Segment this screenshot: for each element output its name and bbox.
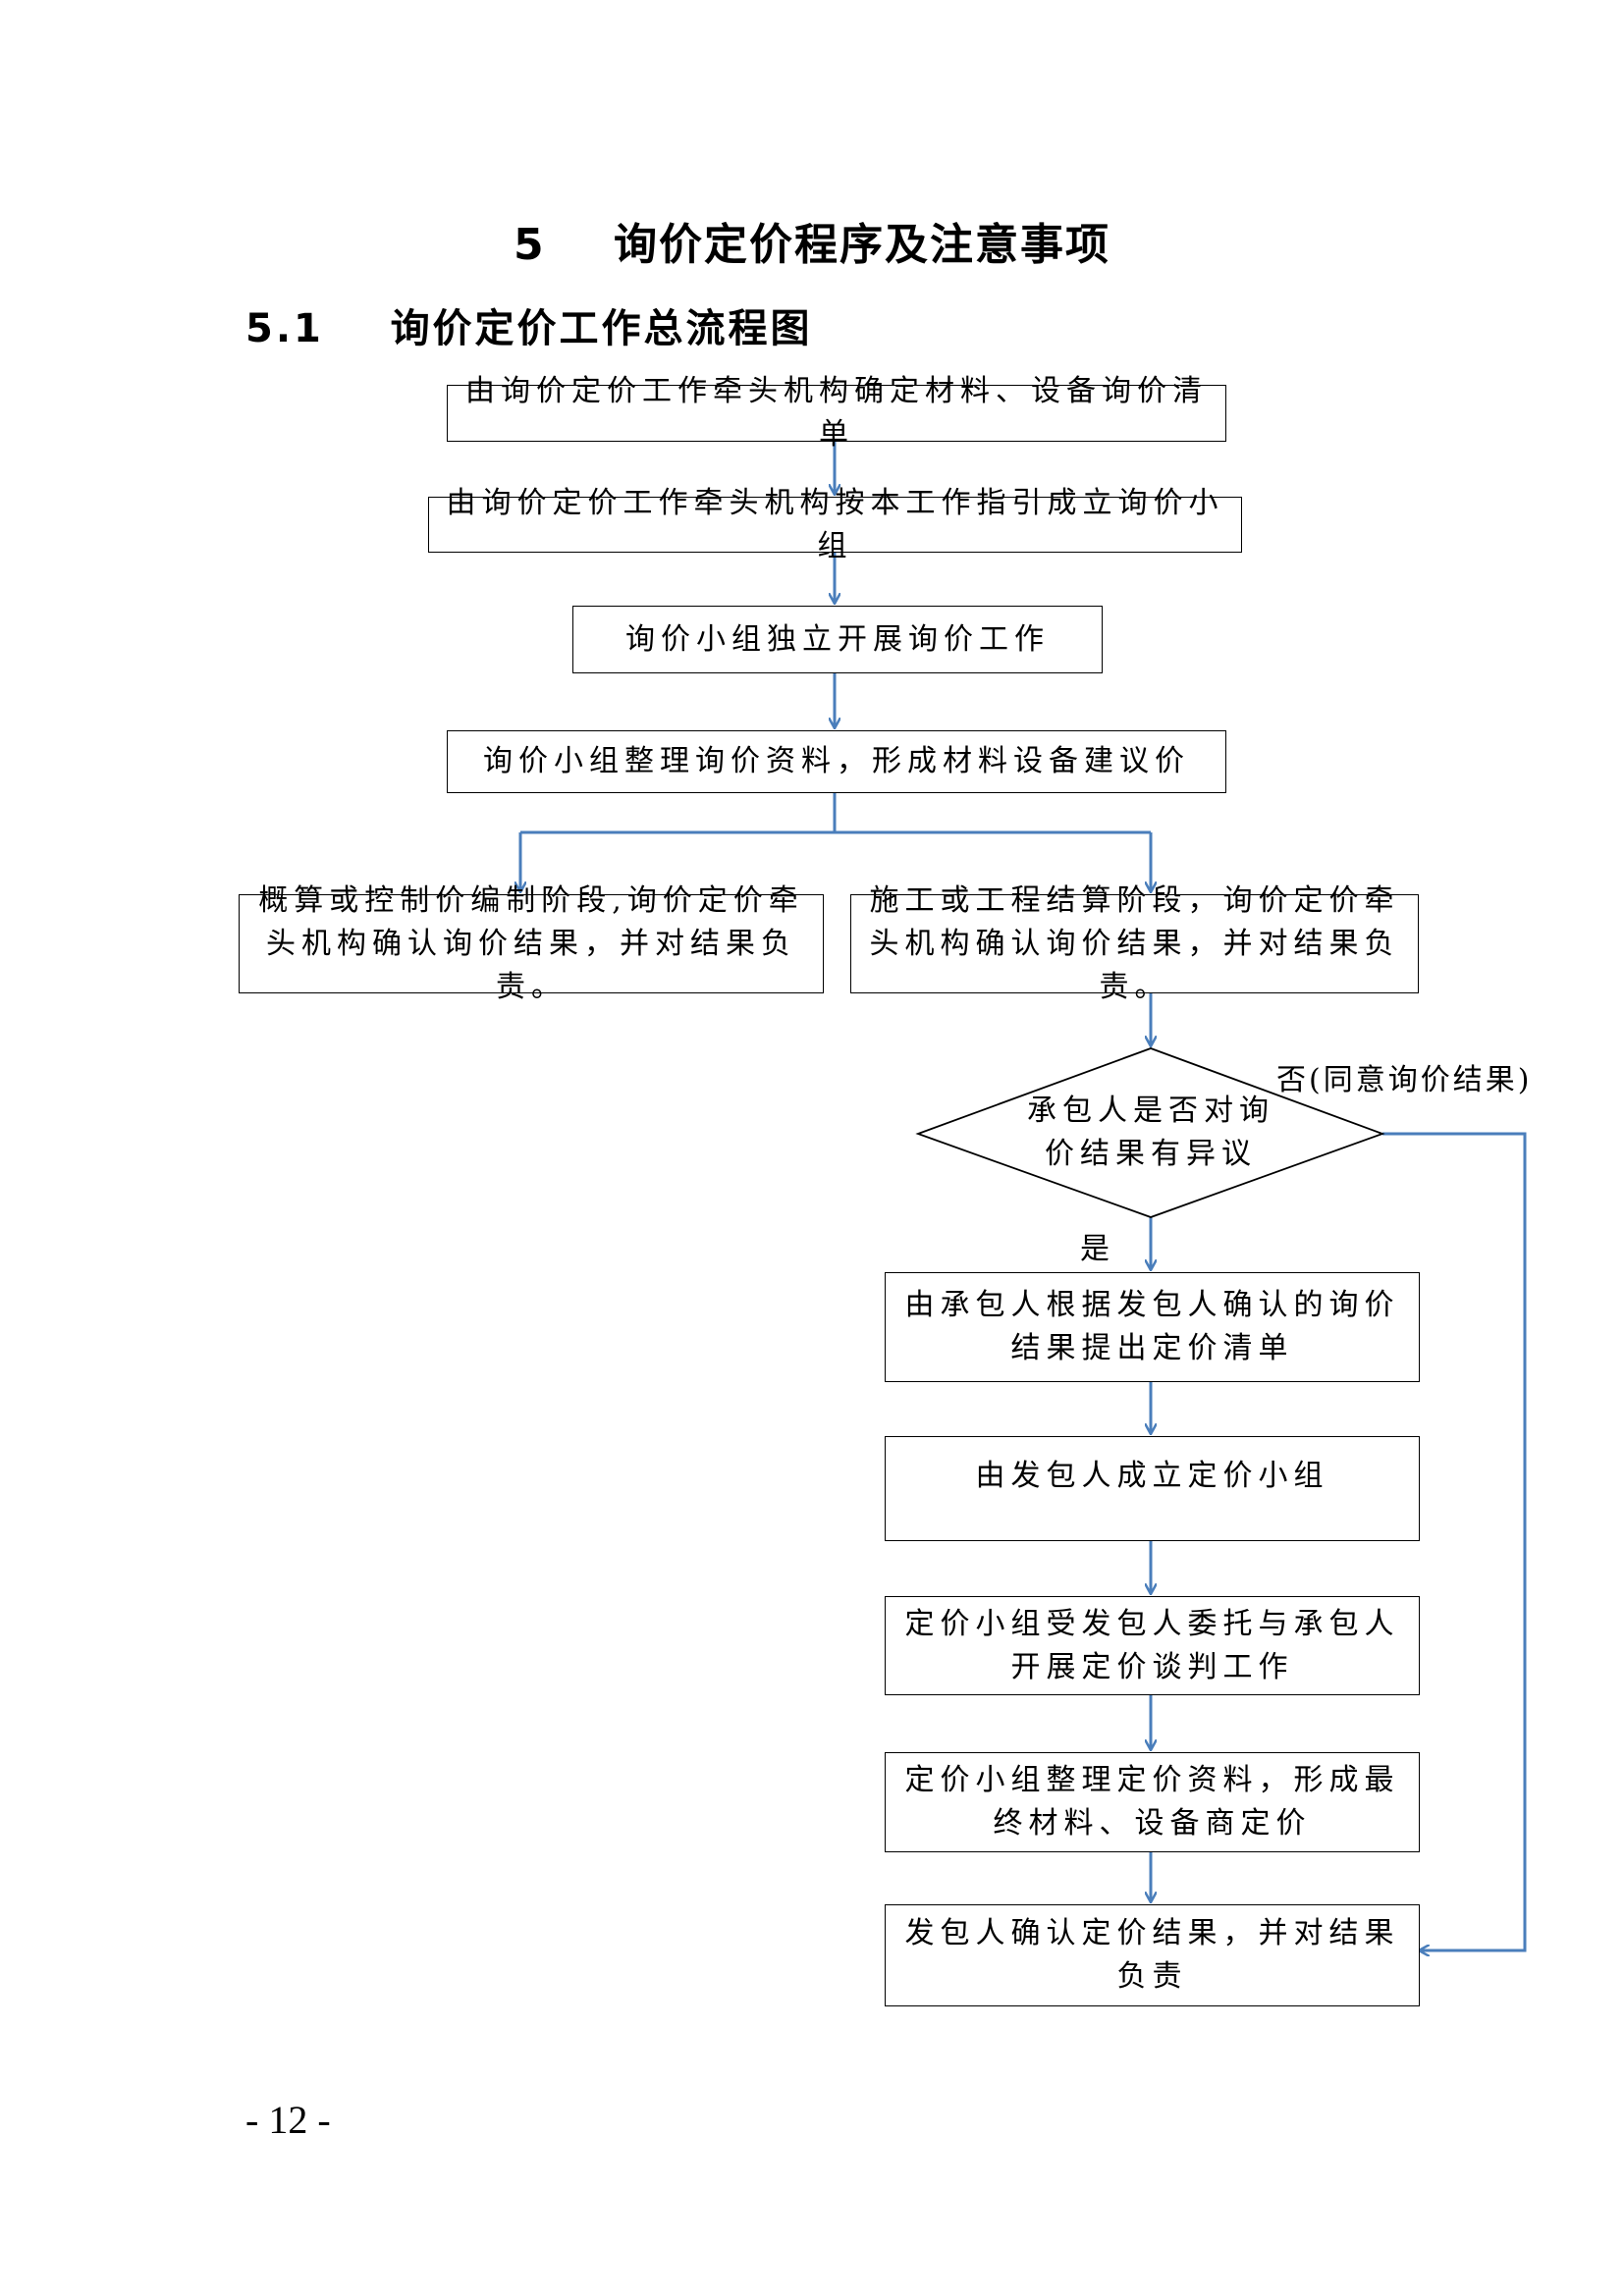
no-label: 否(同意询价结果) xyxy=(1276,1063,1533,1097)
flow-step-1: 由询价定价工作牵头机构确定材料、设备询价清单 xyxy=(447,374,1226,452)
flow-step-2: 由询价定价工作牵头机构按本工作指引成立询价小组 xyxy=(428,486,1242,563)
flow-step-7: 定价小组受发包人委托与承包人开展定价谈判工作 xyxy=(885,1596,1420,1695)
subsection-number: 5.1 xyxy=(245,306,324,351)
flow-step-5: 由承包人根据发包人确认的询价结果提出定价清单 xyxy=(885,1272,1420,1382)
flow-step-3: 询价小组独立开展询价工作 xyxy=(572,606,1103,673)
subsection-title: 询价定价工作总流程图 xyxy=(390,306,813,351)
arrow-decision-no xyxy=(1382,1132,1527,1950)
subsection-heading: 5.1 询价定价工作总流程图 xyxy=(245,296,813,353)
section-number: 5 xyxy=(514,220,546,270)
flow-step-4: 询价小组整理询价资料，形成材料设备建议价 xyxy=(447,730,1226,793)
page-number: - 12 - xyxy=(245,2098,331,2142)
decision-text: 承包人是否对询价结果有异议 xyxy=(1027,1094,1274,1171)
flow-branch-left: 概算或控制价编制阶段,询价定价牵头机构确认询价结果，并对结果负责。 xyxy=(239,883,824,1004)
flow-step-9: 发包人确认定价结果，并对结果负责 xyxy=(885,1904,1420,2006)
yes-label: 是 xyxy=(1080,1232,1112,1266)
section-heading: 5 询价定价程序及注意事项 xyxy=(0,209,1624,272)
flow-branch-right: 施工或工程结算阶段，询价定价牵头机构确认询价结果，并对结果负责。 xyxy=(850,883,1419,1004)
flow-step-6: 由发包人成立定价小组 xyxy=(885,1436,1420,1541)
section-title: 询价定价程序及注意事项 xyxy=(613,220,1110,270)
split-connector xyxy=(520,793,837,834)
flow-step-8: 定价小组整理定价资料，形成最终材料、设备商定价 xyxy=(885,1752,1420,1852)
decision-diamond xyxy=(915,1047,1385,1218)
